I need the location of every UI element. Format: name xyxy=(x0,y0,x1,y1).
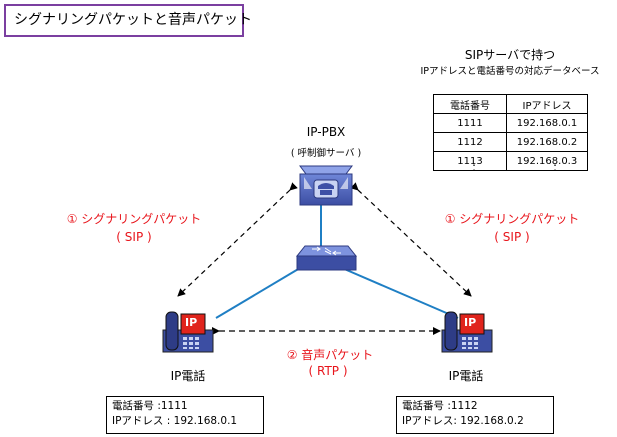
phone-right-badge: IP xyxy=(464,316,477,329)
sip-table-heading: SIPサーバで持つ xyxy=(464,48,556,62)
phone-right-name: IP電話 xyxy=(448,369,484,383)
phone-right-number: 電話番号 :1112 xyxy=(402,400,478,412)
table-cell: 1112 xyxy=(433,132,507,152)
sip-table-subheading: IPアドレスと電話番号の対応データベース xyxy=(420,66,600,77)
ip-phone-right-icon xyxy=(441,311,493,353)
ip-phone-left-icon xyxy=(162,311,214,353)
link-left-phone xyxy=(215,267,301,319)
pbx-device-icon xyxy=(299,165,353,206)
pbx-name: IP-PBX xyxy=(306,125,346,139)
phone-left-name: IP電話 xyxy=(170,369,206,383)
diagram-title: シグナリングパケットと音声パケット xyxy=(4,4,252,37)
table-continuation-right: : xyxy=(553,160,558,174)
table-header-row: 電話番号 IPアドレス xyxy=(433,94,588,114)
table-cell: 1113 xyxy=(433,151,507,171)
signaling-left-protocol: ( SIP ) xyxy=(116,230,152,244)
column-header-ip-address: IPアドレス xyxy=(506,94,588,114)
phone-left-number: 電話番号 :1111 xyxy=(112,400,188,412)
link-right-phone xyxy=(341,267,459,319)
signaling-right-protocol: ( SIP ) xyxy=(494,230,530,244)
table-cell: 192.168.0.2 xyxy=(506,132,588,152)
sip-address-table: 電話番号 IPアドレス 1111 192.168.0.1 1112 192.16… xyxy=(433,94,588,171)
table-cell: 192.168.0.3 xyxy=(506,151,588,171)
switch-icon xyxy=(295,245,358,271)
phone-right-info-box: 電話番号 :1112 IPアドレス: 192.168.0.2 xyxy=(396,396,554,434)
table-continuation-left: : xyxy=(472,160,477,174)
table-cell: 1111 xyxy=(433,113,507,133)
table-row: 1113 192.168.0.3 xyxy=(433,151,588,171)
phone-left-ip: IPアドレス : 192.168.0.1 xyxy=(112,415,238,427)
phone-left-info-box: 電話番号 :1111 IPアドレス : 192.168.0.1 xyxy=(106,396,264,434)
signaling-arrow-left xyxy=(177,182,298,297)
table-cell: 192.168.0.1 xyxy=(506,113,588,133)
table-row: 1111 192.168.0.1 xyxy=(433,113,588,133)
signaling-arrow-right xyxy=(350,182,472,297)
pbx-role: ( 呼制御サーバ ) xyxy=(290,148,362,159)
phone-left-badge: IP xyxy=(185,316,198,329)
voice-label: ② 音声パケット xyxy=(286,348,374,362)
voice-protocol: ( RTP ) xyxy=(308,364,348,378)
signaling-right-label: ① シグナリングパケット xyxy=(444,212,580,226)
signaling-left-label: ① シグナリングパケット xyxy=(66,212,202,226)
phone-right-ip: IPアドレス: 192.168.0.2 xyxy=(402,415,524,427)
table-row: 1112 192.168.0.2 xyxy=(433,132,588,152)
column-header-phone-number: 電話番号 xyxy=(433,94,507,114)
